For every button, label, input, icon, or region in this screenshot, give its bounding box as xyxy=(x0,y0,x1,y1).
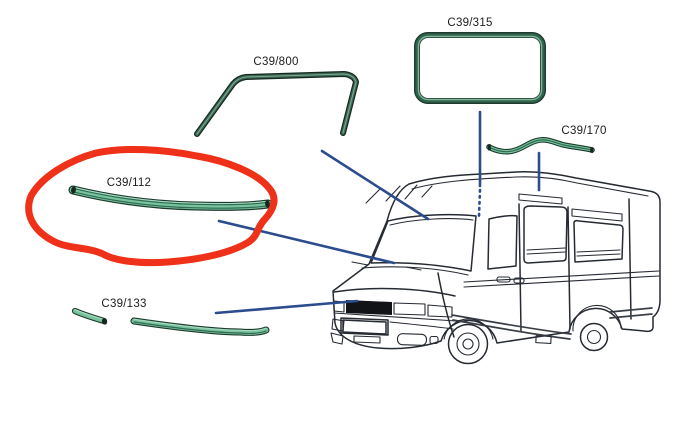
front-wheel-rim xyxy=(456,332,480,356)
roof-hatch-lines xyxy=(365,184,433,204)
leader-c39-133 xyxy=(214,299,359,315)
front-door-window xyxy=(487,214,518,270)
sliding-door-window xyxy=(523,205,568,264)
leader-c39-112 xyxy=(217,219,396,265)
part-shape-c39-315 xyxy=(414,32,546,104)
tow-hook xyxy=(330,332,344,345)
leader-c39-315-dotted xyxy=(477,188,482,218)
rear-window-bar xyxy=(576,249,621,257)
part-label-c39-112: C39/112 xyxy=(106,177,152,189)
bumper-seam xyxy=(389,321,454,330)
grille-mesh xyxy=(342,319,387,335)
rear-bumper-strips xyxy=(609,307,653,319)
sliding-window-bar xyxy=(526,247,566,255)
front-wheel-arch xyxy=(443,318,494,340)
sliding-door-handle xyxy=(513,277,525,284)
highlight-circle-c39-112 xyxy=(25,145,278,267)
part-shape-c39-800 xyxy=(197,74,356,134)
fog-lamp-small xyxy=(429,335,439,345)
rear-wheel-arch xyxy=(572,304,622,332)
side-rub-strip xyxy=(463,270,660,288)
part-shape-c39-112 xyxy=(70,186,270,208)
headlight-right xyxy=(427,304,453,318)
front-band-bottom xyxy=(333,312,457,322)
rear-side-window xyxy=(573,219,624,263)
brow-window-front xyxy=(518,193,563,205)
headlight-left xyxy=(393,302,426,316)
side-step xyxy=(535,335,552,344)
front-wheel-hub xyxy=(462,338,474,350)
part-label-c39-315: C39/315 xyxy=(447,17,493,29)
part-label-c39-170: C39/170 xyxy=(561,125,607,137)
cowl-line xyxy=(361,266,469,276)
front-wheel-tire xyxy=(447,323,489,365)
rear-wheel-tire xyxy=(579,322,609,352)
windshield-inner-line xyxy=(389,218,474,226)
roof-gutter-line xyxy=(411,176,649,197)
part-shape-c39-133 xyxy=(75,310,266,334)
b-pillar xyxy=(518,203,522,332)
leader-lines xyxy=(214,110,541,315)
leader-c39-800 xyxy=(320,149,430,221)
hood-front-edge xyxy=(333,287,456,297)
part-shape-c39-170 xyxy=(488,140,594,153)
license-plate-holder xyxy=(353,335,381,344)
hood-vents xyxy=(351,261,422,271)
bumper-corner-step xyxy=(331,318,345,332)
fog-lamp xyxy=(396,333,428,346)
grille-frame xyxy=(340,317,389,336)
part-label-c39-800: C39/800 xyxy=(253,56,299,68)
part-label-c39-133: C39/133 xyxy=(101,298,147,310)
rear-wheel-rim xyxy=(586,329,602,345)
c-pillar xyxy=(567,206,571,330)
rear-panel-seam xyxy=(628,198,632,320)
skirt-strip xyxy=(451,314,572,340)
brow-window-rear xyxy=(571,208,623,222)
front-black-trim xyxy=(346,300,392,315)
van-illustration xyxy=(330,171,661,365)
